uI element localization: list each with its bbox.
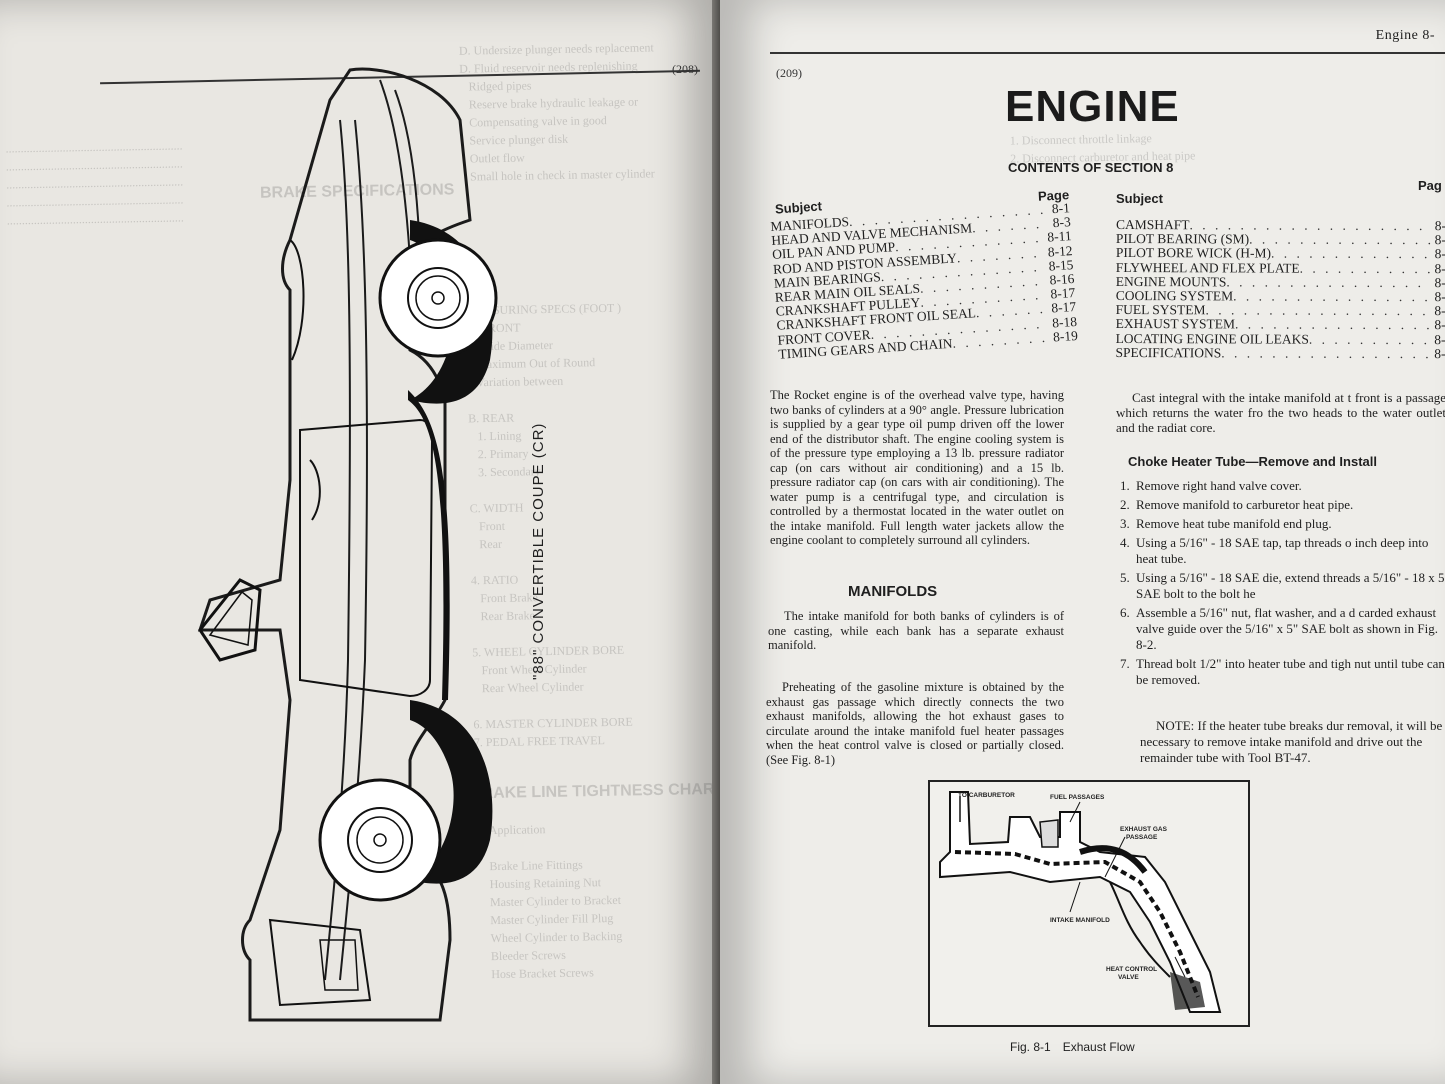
page-number-right: (209) [776, 66, 802, 80]
toc-row: SPECIFICATIONS . . . . . . . . . . . . .… [1115, 344, 1445, 361]
step-number: 1. [1120, 478, 1130, 493]
step-number: 3. [1120, 516, 1130, 531]
label-valve: VALVE [1118, 974, 1139, 981]
ghost-text: ........................................… [5, 138, 184, 228]
label-intake-manifold: INTAKE MANIFOLD [1050, 917, 1110, 924]
toc-leader-dots: . . . . . . . . . . . . . . . . . . . . … [1205, 303, 1431, 319]
step-number: 5. [1120, 570, 1130, 585]
page-title: ENGINE [1005, 82, 1180, 131]
label-fuel-passages: FUEL PASSAGES [1050, 794, 1105, 801]
figure-exhaust-flow: TO CARBURETOR FUEL PASSAGES EXHAUST GAS … [928, 780, 1250, 1027]
step-text: Thread bolt 1/2" into heater tube and ti… [1136, 656, 1445, 687]
step-text: Remove right hand valve cover. [1136, 478, 1302, 493]
car-label: "88" CONVERTIBLE COUPE (CR) [530, 422, 547, 680]
intro-paragraph: The Rocket engine is of the overhead val… [770, 388, 1064, 547]
figure-number: Fig. 8-1 [1010, 1040, 1051, 1054]
toc-leader-dots: . . . . . . . . . . . . . . . . . . . . … [1234, 317, 1431, 333]
label-exhaust-gas: EXHAUST GAS [1120, 826, 1167, 833]
procedure-step: 1. Remove right hand valve cover. [1120, 478, 1445, 494]
cast-paragraph: Cast integral with the intake manifold a… [1116, 390, 1445, 435]
page-number: (208) [672, 62, 698, 76]
procedure-step: 2. Remove manifold to carburetor heat pip… [1120, 497, 1445, 513]
toc-subject: SPECIFICATIONS [1115, 344, 1222, 361]
toc-page: 8- [1434, 345, 1445, 361]
step-text: Using a 5/16" - 18 SAE tap, tap threads … [1136, 535, 1429, 566]
step-number: 7. [1120, 656, 1130, 671]
label-heat-control: HEAT CONTROL [1106, 966, 1158, 973]
figure-title: Exhaust Flow [1062, 1040, 1135, 1054]
procedure-step: 4. Using a 5/16" - 18 SAE tap, tap thread… [1120, 535, 1445, 567]
step-text: Remove manifold to carburetor heat pipe. [1136, 497, 1354, 512]
car-illustration [197, 67, 498, 1022]
procedure-steps: 1. Remove right hand valve cover. 2. Remove… [1120, 478, 1445, 691]
toc-page: 8- [1434, 260, 1445, 276]
toc-left: MANIFOLDS . . . . . . . . . . . . . . . … [770, 200, 1079, 362]
toc-leader-dots: . . . . . . . . . . . . . . . . . . . . … [1308, 332, 1431, 347]
toc-page: 8- [1434, 274, 1445, 290]
toc-leader-dots: . . . . . . . . . . . . . . . . . . . . … [1221, 346, 1431, 361]
toc-right: CAMSHAFT . . . . . . . . . . . . . . . .… [1115, 217, 1445, 361]
procedure-step: 5. Using a 5/16" - 18 SAE die, extend thr… [1120, 570, 1445, 602]
header-rule-right [770, 52, 1445, 54]
manifolds-heading: MANIFOLDS [848, 583, 938, 600]
rear-wheel [318, 778, 442, 902]
toc-page-heading-right: Pag [1418, 178, 1442, 193]
toc-subject: EXHAUST SYSTEM [1115, 316, 1236, 332]
toc-leader-dots: . . . . . . . . . . . . . . . . . . . . … [1270, 246, 1431, 262]
manifolds-paragraph-2: Preheating of the gasoline mixture is ob… [766, 680, 1064, 767]
toc-leader-dots: . . . . . . . . . . . . . . . . . . . . … [1299, 261, 1431, 276]
procedure-step: 6. Assemble a 5/16" nut, flat washer, and… [1120, 605, 1445, 653]
procedure-step: 7. Thread bolt 1/2" into heater tube and … [1120, 656, 1445, 688]
toc-leader-dots: . . . . . . . . . . . . . . . . . . . . … [1249, 232, 1431, 248]
figure-caption: Fig. 8-1 Exhaust Flow [1010, 1040, 1135, 1054]
toc-page: 8- [1434, 303, 1445, 319]
contents-title: CONTENTS OF SECTION 8 [1008, 160, 1174, 175]
front-wheel [378, 238, 498, 358]
toc-page: 8- [1434, 232, 1445, 248]
toc-leader-dots: . . . . . . . . . . . . . . . . . . . . … [1233, 289, 1431, 305]
note-paragraph: NOTE: If the heater tube breaks dur remo… [1140, 718, 1443, 765]
step-text: Assemble a 5/16" nut, flat washer, and a… [1136, 605, 1439, 652]
toc-page: 8- [1434, 317, 1445, 333]
procedure-step: 3. Remove heat tube manifold end plug. [1120, 516, 1445, 532]
step-text: Using a 5/16" - 18 SAE die, extend threa… [1136, 570, 1445, 601]
step-number: 6. [1120, 605, 1130, 620]
step-number: 4. [1120, 535, 1130, 550]
toc-page: 8- [1434, 246, 1445, 262]
running-header: Engine 8- [1375, 28, 1435, 43]
choke-heading: Choke Heater Tube—Remove and Install [1128, 454, 1377, 469]
manifolds-paragraph-1: The intake manifold for both banks of cy… [768, 609, 1064, 652]
toc-leader-dots: . . . . . . . . . . . . . . . . . . . . … [1226, 275, 1430, 290]
left-page: BRAKE SPECIFICATIONS D. Undersize plunge… [0, 0, 720, 1084]
toc-page: 8- [1434, 289, 1445, 305]
toc-subject-heading-right: Subject [1116, 191, 1163, 206]
step-text: Remove heat tube manifold end plug. [1136, 516, 1332, 531]
label-to-carburetor: TO CARBURETOR [958, 792, 1015, 799]
label-passage: PASSAGE [1126, 834, 1158, 841]
toc-subject: PILOT BORE WICK (H-M) [1115, 245, 1272, 261]
toc-page: 8- [1434, 331, 1445, 347]
toc-page: 8- [1434, 218, 1445, 234]
toc-page: 8-19 [1052, 327, 1079, 345]
exhaust-flow-diagram [939, 791, 1222, 1013]
step-number: 2. [1120, 497, 1130, 512]
